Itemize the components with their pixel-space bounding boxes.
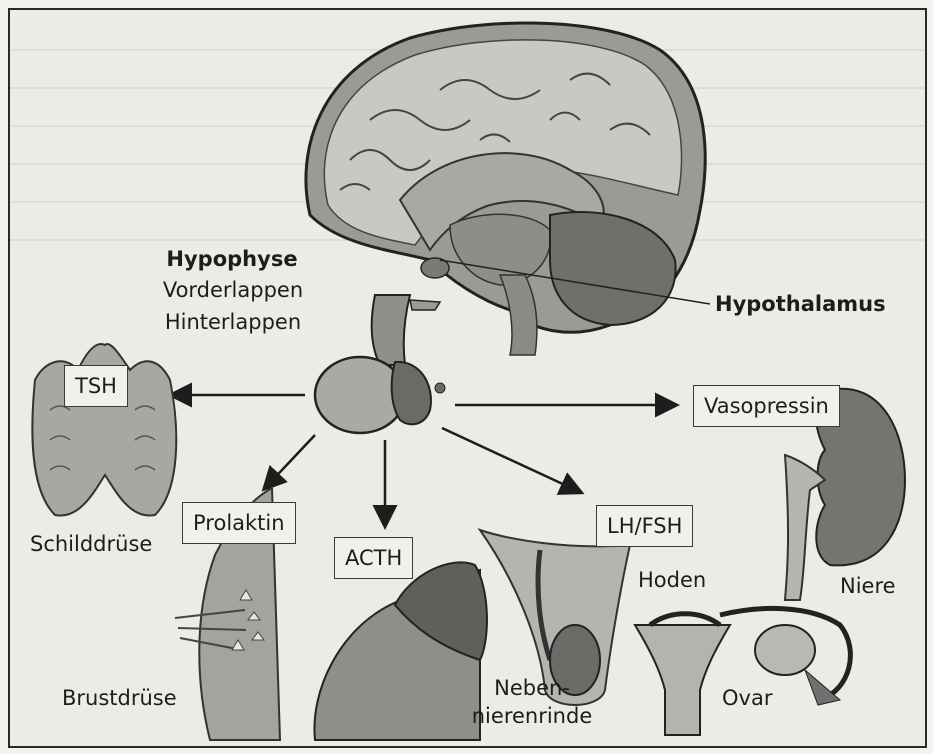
tsh-box: TSH — [64, 365, 128, 407]
lh-fsh-box: LH/FSH — [596, 505, 693, 547]
nebennierenrinde-label-line1: Neben- — [462, 676, 602, 700]
hinterlappen-label: Hinterlappen — [138, 310, 328, 334]
hoden-label: Hoden — [638, 568, 706, 592]
pituitary-illustration — [315, 295, 445, 433]
brustdruese-label: Brustdrüse — [62, 686, 177, 710]
diagram-frame: Hypophyse Vorderlappen Hinterlappen Hypo… — [8, 8, 927, 748]
schilddruese-label: Schilddrüse — [30, 532, 152, 556]
brain-illustration — [306, 23, 710, 355]
vasopressin-box: Vasopressin — [693, 385, 840, 427]
vorderlappen-label: Vorderlappen — [138, 278, 328, 302]
hypothalamus-label: Hypothalamus — [715, 292, 886, 316]
acth-box: ACTH — [334, 537, 413, 579]
niere-label: Niere — [840, 574, 896, 598]
nebennierenrinde-label-line2: nierenrinde — [462, 704, 602, 728]
ovary-illustration — [635, 608, 850, 735]
prolaktin-box: Prolaktin — [182, 502, 296, 544]
arrow-to-lh-fsh — [442, 428, 580, 492]
arrow-to-prolaktin — [265, 435, 315, 488]
ovar-label: Ovar — [722, 686, 772, 710]
hypophyse-label: Hypophyse — [152, 247, 312, 271]
diagram-illustration — [10, 10, 925, 746]
